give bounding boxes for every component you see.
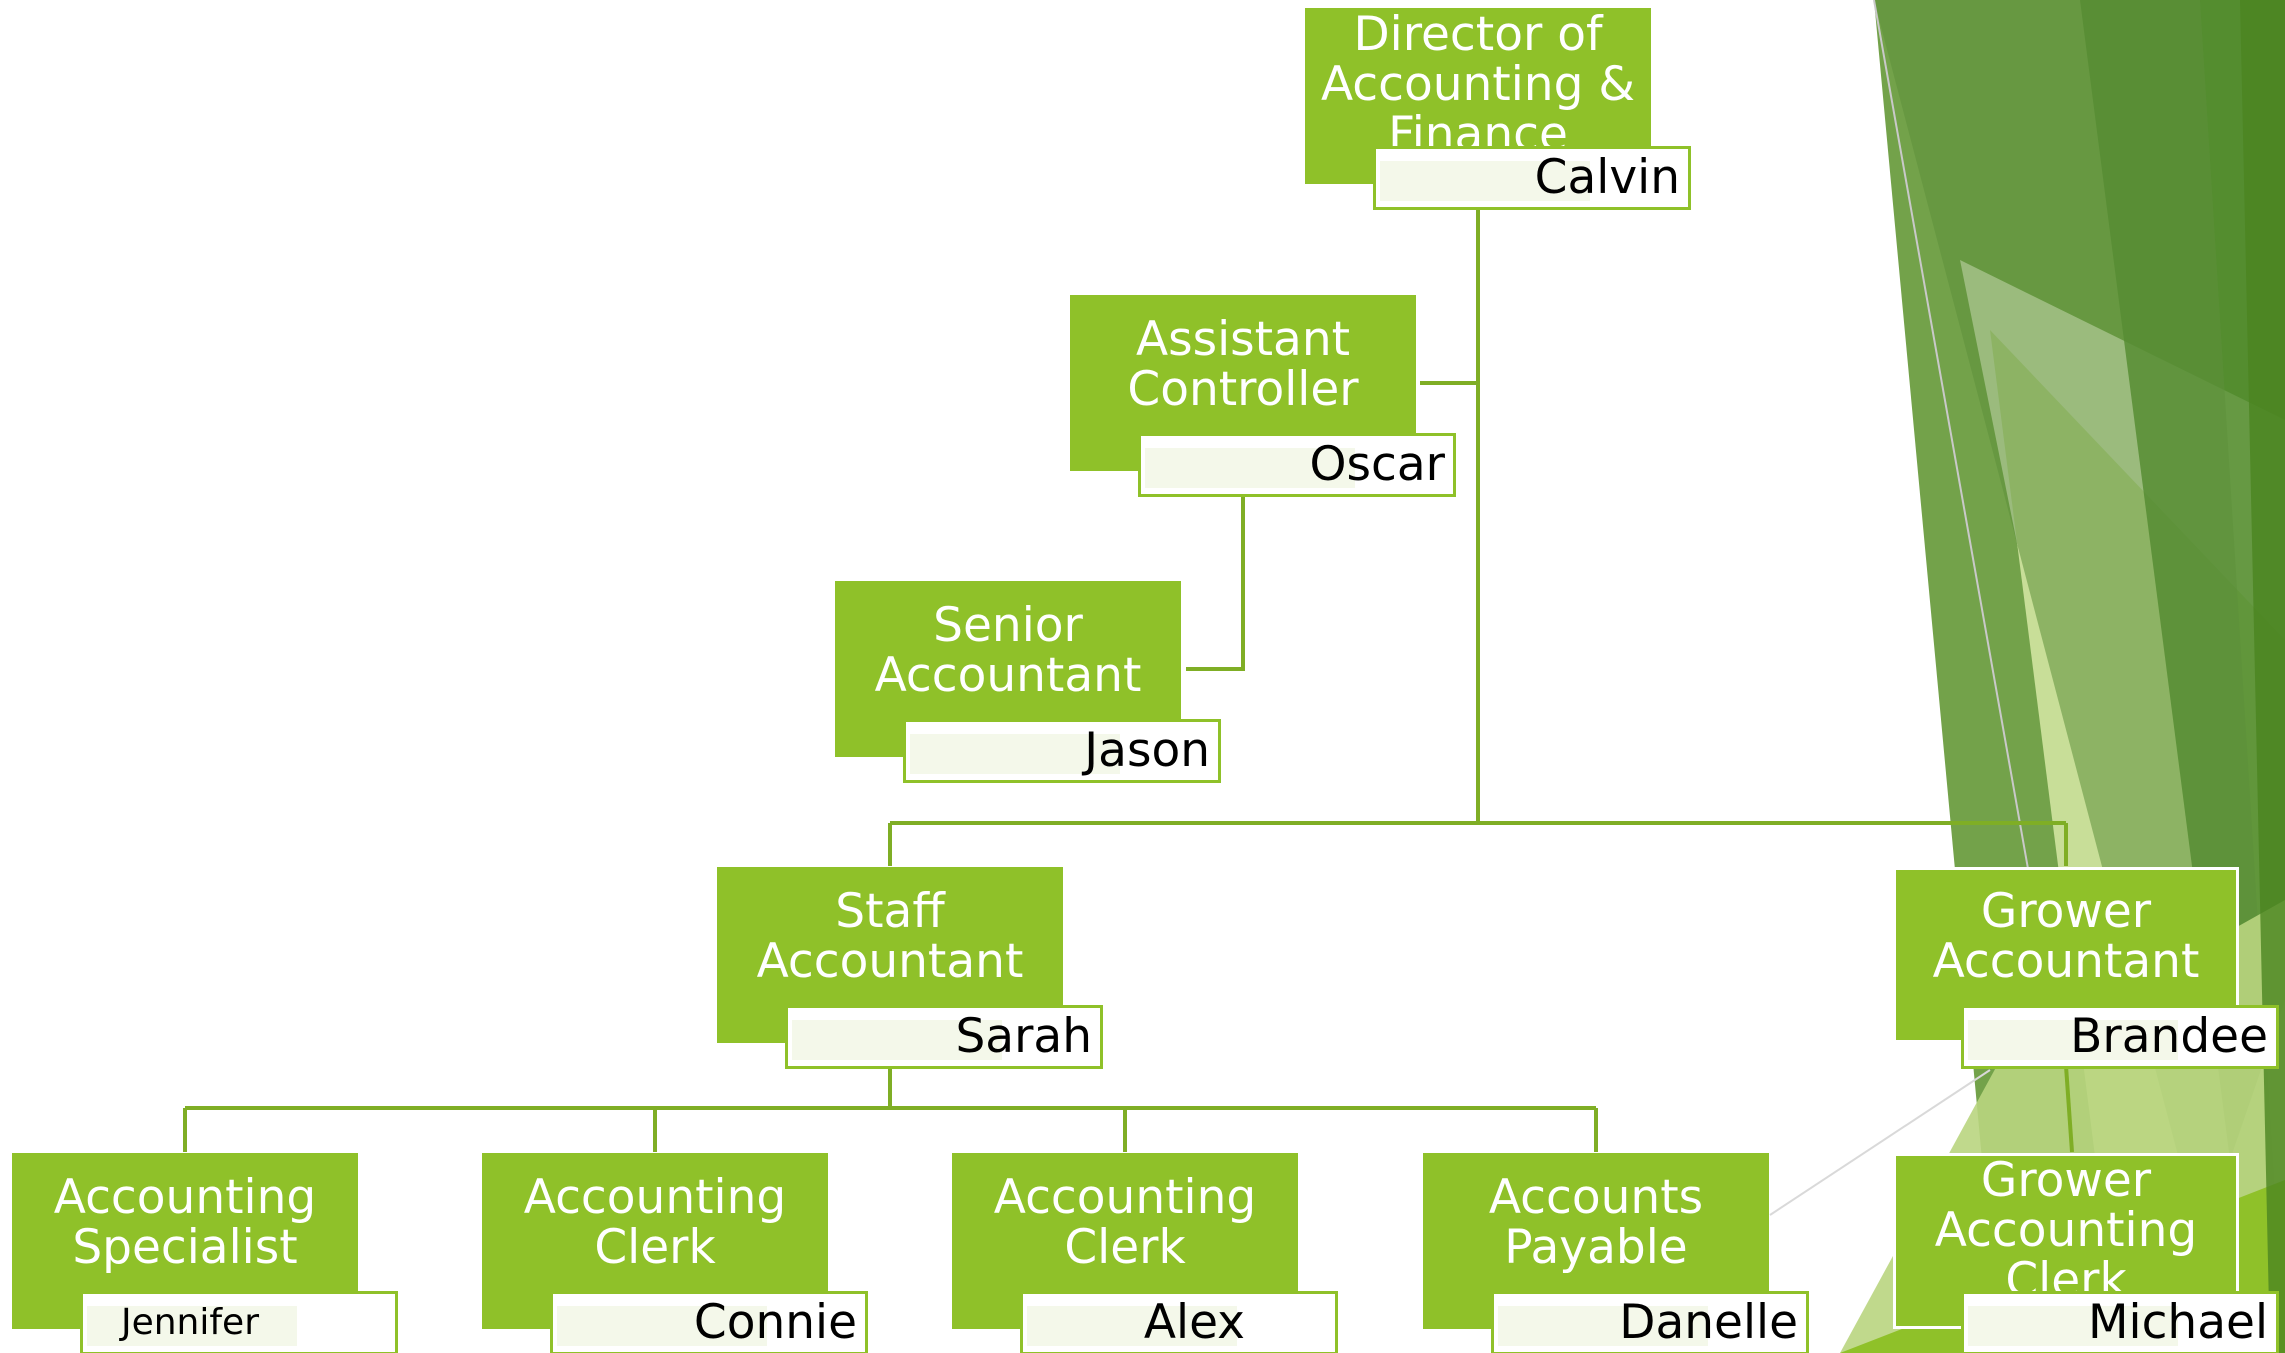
- name-box-director: Calvin: [1373, 146, 1691, 210]
- name-box-fill: [1968, 1020, 2178, 1060]
- role-title-director: Director of Accounting & Finance: [1320, 8, 1636, 162]
- name-alex: Alex: [1143, 1295, 1245, 1350]
- name-michael: Michael: [2087, 1295, 2268, 1350]
- connector-assistant-senior: [1186, 497, 1245, 671]
- connector-grower-clerk: [2064, 1065, 2074, 1153]
- role-title-staff-accountant: Staff Accountant: [756, 884, 1024, 989]
- role-title-senior-accountant: Senior Accountant: [874, 598, 1142, 703]
- name-calvin: Calvin: [1534, 150, 1680, 205]
- name-box-grower-accounting-clerk: Michael: [1961, 1291, 2279, 1353]
- name-box-fill: [1145, 448, 1355, 488]
- name-connie: Connie: [693, 1295, 857, 1350]
- name-box-fill: [792, 1020, 1002, 1060]
- role-box-accounts-payable: Accounts Payable: [1423, 1153, 1769, 1329]
- name-box-assistant-controller: Oscar: [1138, 433, 1456, 497]
- role-title-accounts-payable: Accounts Payable: [1488, 1170, 1704, 1275]
- name-box-fill: [1498, 1306, 1708, 1346]
- name-box-fill: [87, 1306, 297, 1346]
- role-title-grower-accountant: Grower Accountant: [1932, 884, 2200, 989]
- name-danelle: Danelle: [1619, 1295, 1798, 1350]
- name-box-accounting-clerk-1: Connie: [550, 1291, 868, 1353]
- name-box-accounts-payable: Danelle: [1491, 1291, 1809, 1353]
- role-title-accounting-specialist: Accounting Specialist: [53, 1170, 317, 1275]
- name-box-accounting-specialist: Jennifer: [80, 1291, 398, 1353]
- name-oscar: Oscar: [1309, 437, 1445, 492]
- name-jason: Jason: [1084, 723, 1210, 778]
- role-title-accounting-clerk-2: Accounting Clerk: [993, 1170, 1257, 1275]
- name-box-fill: [910, 734, 1120, 774]
- name-jennifer: Jennifer: [120, 1302, 259, 1343]
- name-box-staff-accountant: Sarah: [785, 1005, 1103, 1069]
- name-brandee: Brandee: [2070, 1009, 2268, 1064]
- name-box-fill: [1027, 1306, 1237, 1346]
- deco-thin-line: [1873, 0, 2031, 881]
- role-title-assistant-controller: Assistant Controller: [1127, 312, 1359, 417]
- name-sarah: Sarah: [955, 1009, 1092, 1064]
- deco-thin-line-2: [1769, 1069, 1991, 1216]
- name-box-fill: [1968, 1306, 2178, 1346]
- role-title-accounting-clerk-1: Accounting Clerk: [523, 1170, 787, 1275]
- name-box-fill: [1380, 161, 1590, 201]
- name-box-grower-accountant: Brandee: [1961, 1005, 2279, 1069]
- name-box-accounting-clerk-2: Alex: [1020, 1291, 1338, 1353]
- name-box-fill: [557, 1306, 767, 1346]
- role-title-grower-accounting-clerk: Grower Accounting Clerk: [1934, 1153, 2198, 1308]
- name-box-senior-accountant: Jason: [903, 719, 1221, 783]
